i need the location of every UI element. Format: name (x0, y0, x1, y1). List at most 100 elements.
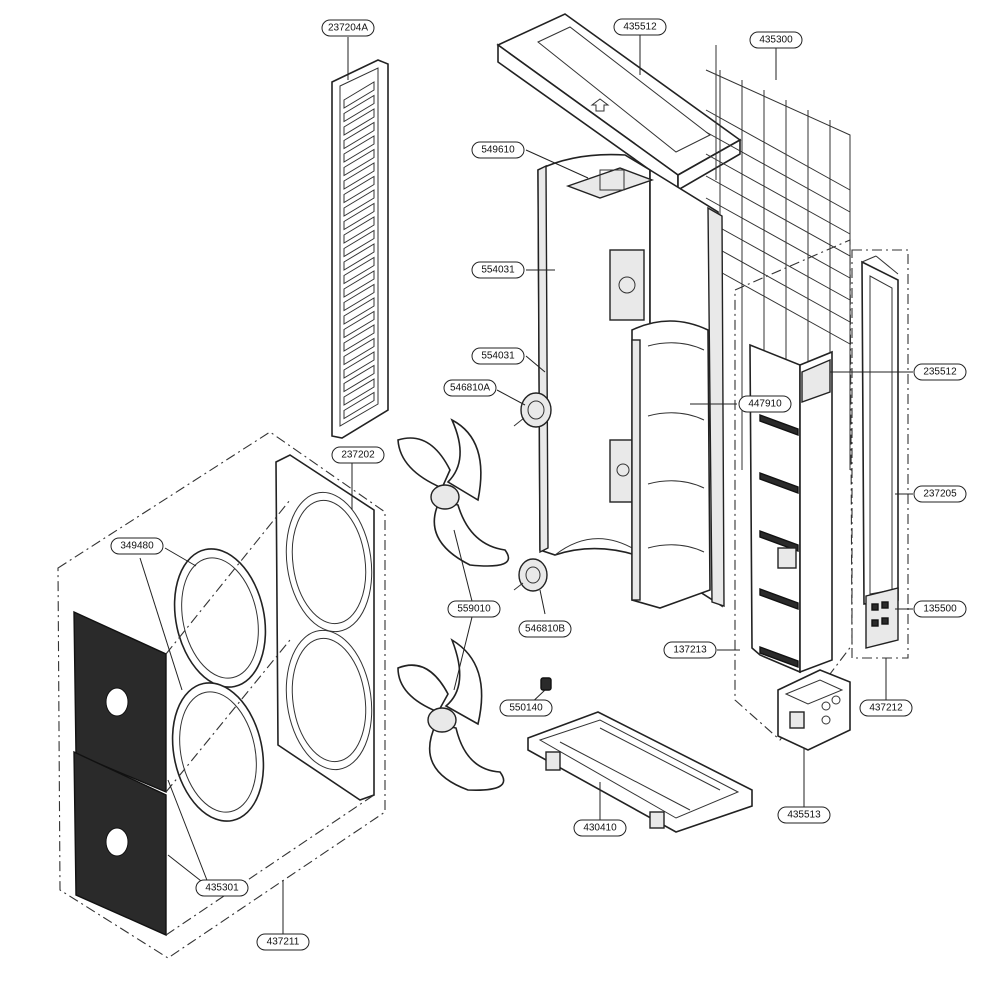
callout-oval (471, 261, 525, 279)
callout-text: 435300 (759, 35, 793, 46)
callout-text: 430410 (583, 823, 617, 834)
callout-oval (110, 537, 164, 555)
coil-fin (705, 197, 851, 279)
grille-slat (343, 94, 375, 123)
callout-435300: 435300 (749, 31, 803, 49)
coil-fin (705, 241, 851, 323)
grille-slat (343, 243, 375, 271)
grille-slat (343, 229, 375, 258)
callout-437212: 437212 (859, 699, 913, 717)
callout-554031b: 554031 (471, 347, 525, 365)
grille-slat (343, 189, 375, 217)
callout-oval (613, 18, 667, 36)
leader-lines (139, 35, 913, 942)
fan-motor-upper (513, 392, 552, 428)
callout-oval (195, 879, 249, 897)
callout-554031a: 554031 (471, 261, 525, 279)
grille-slat (343, 337, 375, 366)
callout-550140: 550140 (499, 699, 553, 717)
coil-fin (705, 153, 851, 235)
callout-oval (331, 446, 385, 464)
callout-oval (749, 31, 803, 49)
callout-text: 237205 (923, 489, 957, 500)
callout-oval (471, 141, 525, 159)
fan-motor-lower (513, 558, 548, 592)
callout-text: 554031 (481, 351, 515, 362)
grille-slat (343, 256, 375, 285)
grille-slat (343, 283, 375, 312)
front-panel-group-outline (57, 431, 386, 959)
service-panel (777, 669, 851, 751)
grille-slat (343, 324, 375, 352)
propeller-fan-upper (397, 418, 510, 567)
coil-fin (705, 263, 851, 345)
callout-435301: 435301 (195, 879, 249, 897)
grille-slat (343, 108, 375, 136)
callout-oval (738, 395, 792, 413)
callout-text: 550140 (509, 703, 543, 714)
callout-labels: 237204A 435512 435300 549610 554031 554031 546… (110, 18, 967, 951)
grille-slat (343, 391, 375, 420)
callout-435513: 435513 (777, 806, 831, 824)
callout-oval (913, 363, 967, 381)
callout-text: 237204A (328, 23, 368, 34)
callout-oval (499, 699, 553, 717)
grille-slat (343, 216, 375, 244)
projection-lines (165, 499, 375, 936)
callout-text: 435301 (205, 883, 239, 894)
callout-oval (663, 641, 717, 659)
callout-349480: 349480 (110, 537, 164, 555)
grille-slat (343, 162, 375, 190)
panel-louver (759, 529, 799, 553)
callout-137213: 137213 (663, 641, 717, 659)
coil-fin (705, 175, 851, 257)
callout-546810b: 546810B (518, 620, 572, 638)
orifice-panel (275, 454, 375, 801)
callout-text: 554031 (481, 265, 515, 276)
callout-447910: 447910 (738, 395, 792, 413)
base-pan (527, 711, 753, 833)
callout-oval (447, 600, 501, 618)
grille-slat (343, 364, 375, 393)
callout-559010: 559010 (447, 600, 501, 618)
callout-237204a: 237204A (321, 19, 375, 37)
propeller-fan-lower (397, 638, 505, 791)
callout-oval (573, 819, 627, 837)
callout-text: 447910 (748, 399, 782, 410)
callout-235512: 235512 (913, 363, 967, 381)
callout-oval (443, 379, 497, 397)
callout-text: 435513 (787, 810, 821, 821)
callout-437211: 437211 (256, 933, 310, 951)
callout-oval (321, 19, 375, 37)
grille-slat (343, 148, 375, 177)
callout-oval (777, 806, 831, 824)
grille-slat (343, 270, 375, 298)
grille-slat (343, 121, 375, 150)
grille-slat (343, 135, 375, 163)
callout-text: 349480 (120, 541, 154, 552)
side-panel-group-outline (734, 239, 853, 741)
callout-430410: 430410 (573, 819, 627, 837)
callout-oval (913, 600, 967, 618)
callout-text: 546810B (525, 624, 565, 635)
callout-text: 437211 (267, 937, 300, 948)
panel-louver (759, 471, 799, 495)
callout-text: 546810A (450, 383, 490, 394)
coil-fin (705, 109, 851, 191)
right-side-grille (861, 255, 899, 605)
front-grille-upper (73, 610, 167, 794)
callout-549610: 549610 (471, 141, 525, 159)
callout-oval (256, 933, 310, 951)
grille-slat (343, 378, 375, 406)
top-cover (496, 13, 742, 192)
fan-guard-ring-lower (171, 682, 265, 822)
control-box (865, 587, 899, 649)
callout-435512: 435512 (613, 18, 667, 36)
callout-text: 237202 (341, 450, 375, 461)
coil-fin (705, 131, 851, 213)
callout-oval (913, 485, 967, 503)
coil-fin (705, 219, 851, 301)
callout-text: 549610 (481, 145, 515, 156)
callout-oval (518, 620, 572, 638)
